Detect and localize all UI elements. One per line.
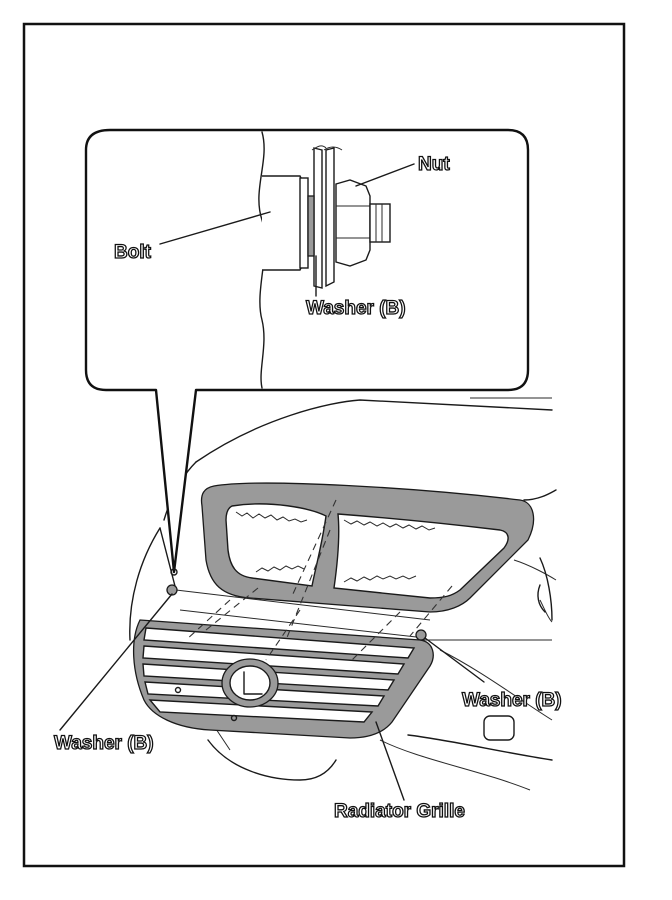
detail-callout [84, 128, 530, 574]
washer-right-marker [415, 629, 427, 641]
label-washer-right: Washer (B) [462, 690, 562, 711]
label-radiator-grille: Radiator Grille [334, 801, 465, 822]
bolt-leader [159, 211, 271, 245]
washer-right-leader [424, 637, 485, 683]
radiator-grille-leader [375, 721, 405, 801]
label-nut: Nut [418, 154, 450, 175]
label-washer-left: Washer (B) [54, 733, 154, 754]
washer-left-leader [59, 593, 173, 731]
nut-leader [355, 163, 415, 187]
label-washer-detail: Washer (B) [306, 298, 406, 319]
outer-border [22, 22, 626, 868]
vehicle-front-drawing [129, 397, 557, 791]
label-bolt: Bolt [114, 242, 152, 263]
